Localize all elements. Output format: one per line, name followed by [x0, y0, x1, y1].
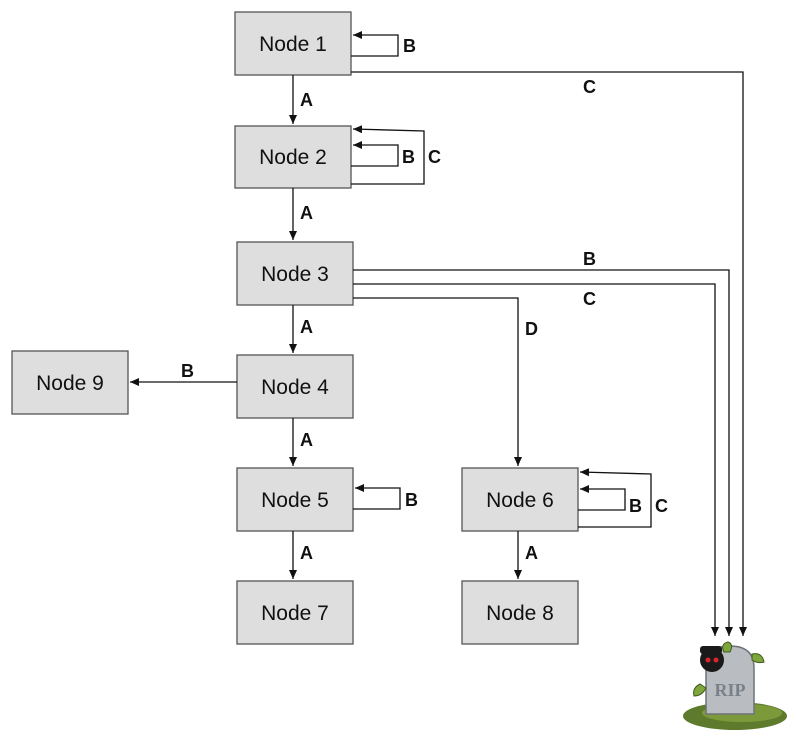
edge-n1-n2: A [293, 75, 313, 124]
tombstone-icon: RIP [683, 642, 787, 730]
node-4-label: Node 4 [261, 376, 329, 399]
node-7-label: Node 7 [261, 602, 329, 625]
edge-n3-rip-b: B [353, 249, 729, 636]
edge-n5-self: B [353, 488, 418, 510]
node-4: Node 4 [237, 355, 353, 418]
node-9-label: Node 9 [36, 372, 104, 395]
edge-n3-n4: A [293, 305, 313, 353]
node-3: Node 3 [237, 242, 353, 305]
edge-n1-self: B [351, 35, 416, 56]
edge-n4-n5: A [293, 418, 313, 466]
edge-n1-rip-label: C [583, 77, 596, 97]
edge-n2-self-b-label: B [402, 147, 415, 167]
edge-n2-self-c: C [351, 129, 441, 184]
edge-n4-n5-label: A [300, 430, 313, 450]
edge-n3-n6-label: D [525, 319, 538, 339]
edge-n6-self-b-label: B [629, 496, 642, 516]
edge-n5-n7-label: A [300, 543, 313, 563]
node-5: Node 5 [237, 468, 353, 531]
node-8: Node 8 [462, 581, 578, 644]
edge-n6-n8-label: A [525, 543, 538, 563]
edge-n2-self-c-label: C [428, 147, 441, 167]
node-3-label: Node 3 [261, 263, 329, 286]
edge-n3-n6: D [353, 298, 538, 466]
edge-n1-self-label: B [403, 36, 416, 56]
edge-n3-rip-c-label: C [583, 289, 596, 309]
edge-n6-self-c-label: C [655, 496, 668, 516]
node-7: Node 7 [237, 581, 353, 644]
edge-n4-n9-label: B [181, 361, 194, 381]
edge-n2-n3: A [293, 188, 313, 240]
node-6: Node 6 [462, 468, 578, 531]
edge-n2-n3-label: A [300, 203, 313, 223]
node-1-label: Node 1 [259, 33, 327, 56]
node-8-label: Node 8 [486, 602, 554, 625]
edge-n5-n7: A [293, 531, 313, 579]
edge-n6-self-c: C [578, 472, 668, 527]
node-6-label: Node 6 [486, 489, 554, 512]
edge-n4-n9: B [130, 361, 237, 382]
node-2: Node 2 [235, 126, 351, 188]
node-2-label: Node 2 [259, 146, 327, 169]
edge-n3-n4-label: A [300, 317, 313, 337]
node-1: Node 1 [235, 12, 351, 75]
rip-text: RIP [715, 680, 746, 700]
node-5-label: Node 5 [261, 489, 329, 512]
edge-n5-self-label: B [405, 490, 418, 510]
edge-n3-rip-b-label: B [583, 249, 596, 269]
edge-n2-self-b: B [351, 145, 415, 167]
edge-n6-n8: A [518, 531, 538, 579]
edge-n1-n2-label: A [300, 90, 313, 110]
node-9: Node 9 [12, 351, 128, 414]
edge-n6-self-b: B [578, 489, 642, 516]
